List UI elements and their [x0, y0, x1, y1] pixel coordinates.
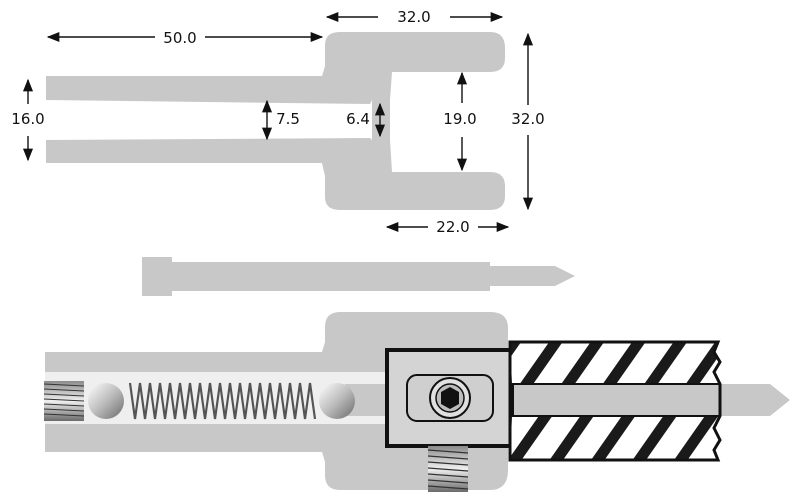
compression-spring — [128, 382, 317, 420]
dim-gap-7-5: 7.5 — [276, 110, 300, 128]
assembly-section — [43, 312, 790, 492]
threaded-stud — [427, 446, 469, 492]
ball-right — [319, 383, 355, 419]
socket-head-cap-screw — [429, 377, 471, 419]
knurled-sleeve — [508, 340, 722, 462]
set-screw-left — [43, 381, 85, 421]
dim-slot-19: 19.0 — [443, 110, 476, 128]
ball-left — [88, 383, 124, 419]
dimension-lines — [22, 11, 534, 233]
dim-height-16: 16.0 — [11, 110, 44, 128]
dim-gap-6-4: 6.4 — [346, 110, 370, 128]
dim-length-50: 50.0 — [163, 29, 196, 47]
dim-width-32-top: 32.0 — [397, 8, 430, 26]
dim-slot-depth-22: 22.0 — [436, 218, 469, 236]
dim-height-32: 32.0 — [511, 110, 544, 128]
ejector-pin — [142, 257, 575, 296]
dimension-labels: 50.0 32.0 16.0 7.5 6.4 19.0 32.0 22.0 — [11, 8, 544, 236]
